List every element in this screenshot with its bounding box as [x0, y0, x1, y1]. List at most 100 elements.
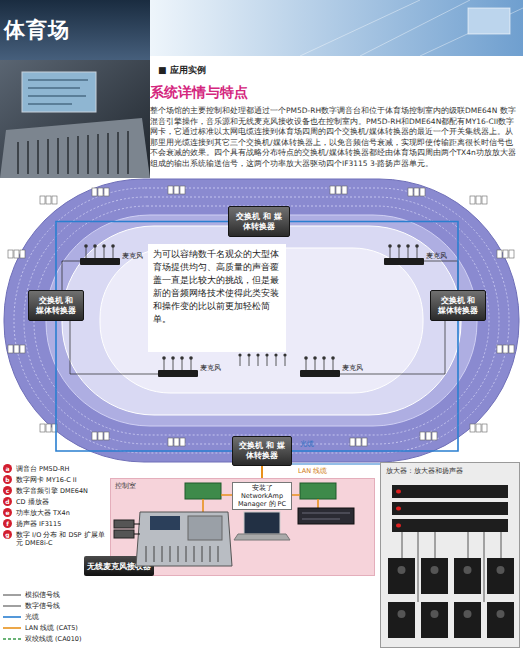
banner-streaks: [300, 0, 523, 56]
cluster-speaker: [350, 438, 355, 446]
cable-connector: [56, 321, 232, 451]
body-paragraph: 整个场馆的主要控制和处理都通过一个PM5D-RH数字调音台和位于体育场控制室内的…: [150, 106, 518, 169]
legend-item: LAN 线缆 (CAT5): [2, 624, 106, 632]
node-text: 交换机 和 媒体转换器: [437, 296, 479, 316]
speaker-cluster: [330, 186, 347, 194]
speaker-cluster: [497, 345, 514, 353]
analog-wire: [424, 261, 458, 290]
mic-stand: [267, 356, 268, 366]
legend-text: 数字音频引擎 DME64N: [16, 487, 106, 495]
line-sample: [3, 605, 21, 606]
cone: [431, 566, 439, 574]
cluster-speaker: [168, 438, 173, 446]
legend-item: 数字信号线: [2, 602, 106, 610]
loudspeaker: [454, 558, 481, 594]
switch-box: 交换机 和 媒体转换器: [232, 436, 292, 466]
console-faders: [18, 131, 128, 174]
line-sample: [3, 627, 21, 629]
cluster-speaker: [52, 424, 57, 432]
power-amp: [392, 502, 508, 515]
mic-head: [388, 244, 392, 248]
cluster-speaker: [46, 196, 51, 204]
speaker-wire: [402, 532, 501, 602]
callout-letter: d: [3, 497, 12, 506]
legend-item: 数字 I/O 分布 和 DSP 扩展单元 DME8i-C: [16, 531, 106, 547]
mic-stand: [390, 247, 391, 258]
dme-panel: [302, 513, 350, 519]
cone: [398, 566, 406, 574]
cluster-speaker: [98, 188, 103, 196]
analog-wire: [70, 321, 158, 374]
mic-stand: [86, 247, 87, 258]
pc-box: 安装了 NetworkAmp Manager 的 PC: [232, 482, 292, 510]
note-box: 为可以容纳数千名观众的大型体育场提供均匀、高质量的声音覆盖一直是比较大的挑战，但…: [148, 244, 286, 352]
rack-unit: [300, 370, 340, 377]
mic-stand: [258, 356, 259, 366]
mic-head: [313, 356, 317, 360]
speaker-cluster: [92, 188, 109, 196]
mic-stand: [95, 247, 96, 258]
mic-head: [274, 353, 277, 356]
console-screen: [22, 72, 96, 112]
cable-connector: [56, 222, 228, 291]
speaker-cluster: [168, 438, 185, 446]
cluster-speaker: [420, 188, 425, 196]
mic-stand: [104, 247, 105, 258]
cluster-speaker: [482, 424, 487, 432]
mic-head: [331, 356, 335, 360]
cluster-speaker: [8, 250, 13, 258]
callout-letter: a: [3, 464, 12, 473]
header-band: [0, 0, 150, 60]
mic-head: [304, 356, 308, 360]
mic-head: [397, 244, 401, 248]
mic-head: [322, 356, 326, 360]
callout-letter: c: [3, 486, 12, 495]
legend-text: 数字信号线: [25, 602, 106, 610]
cluster-speaker: [104, 432, 109, 440]
rack-unit: [158, 370, 198, 377]
legend-text: 模拟信号线: [25, 591, 106, 599]
cluster-speaker: [92, 188, 97, 196]
line-sample: [3, 595, 21, 596]
cone: [464, 610, 472, 618]
console-screen: [150, 516, 180, 530]
console-faders: [146, 546, 218, 562]
mic-stand: [408, 247, 409, 258]
network-card: [185, 483, 221, 499]
cluster-speaker: [40, 196, 45, 204]
mic-stand: [249, 356, 250, 366]
seat-row: [24, 197, 499, 444]
callout-letter: e: [3, 508, 12, 517]
cluster-speaker: [432, 432, 437, 440]
callout-letter: b: [3, 475, 12, 484]
legend-line-sample: [2, 624, 22, 632]
mic-head: [84, 244, 88, 248]
cone: [398, 610, 406, 618]
legend-text: 扬声器 IF3115: [16, 520, 106, 528]
power-amp: [392, 485, 508, 498]
analog-wire: [134, 524, 140, 534]
speaker-cluster: [8, 250, 25, 258]
cluster-speaker: [92, 432, 97, 440]
seat-row: [14, 188, 509, 453]
cable-label: 光缆: [300, 440, 314, 449]
cluster-speaker: [98, 432, 103, 440]
cone: [431, 610, 439, 618]
receiver-box: 无线麦克风接收器: [84, 556, 154, 576]
amp-area: 放大器：放大器和扬声器: [380, 462, 520, 648]
cluster-speaker: [20, 345, 25, 353]
mic-head: [238, 353, 241, 356]
cluster-speaker: [342, 186, 347, 194]
mic-stand: [164, 359, 165, 370]
screen-rows: [28, 80, 88, 104]
legend-line-sample: [2, 602, 22, 610]
legend-text: 数字 I/O 分布 和 DSP 扩展单元 DME8i-C: [16, 531, 106, 547]
speaker-row: [388, 558, 514, 638]
cluster-speaker: [356, 438, 361, 446]
mic-head: [247, 353, 250, 356]
line-sample: [3, 638, 21, 639]
legend-item: 功率放大器 TX4n: [16, 509, 106, 517]
cluster-speaker: [168, 186, 173, 194]
cluster-speaker: [174, 438, 179, 446]
